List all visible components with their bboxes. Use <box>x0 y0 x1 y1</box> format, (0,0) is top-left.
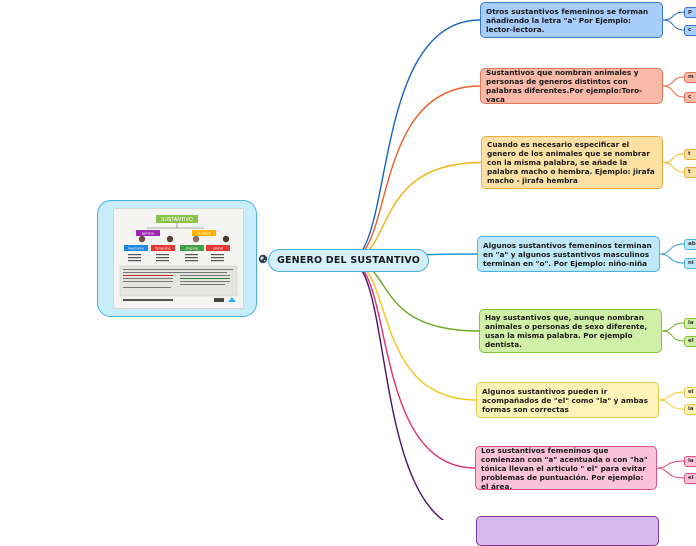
leaf-node[interactable]: la h <box>684 455 696 467</box>
branch-connector <box>347 259 476 469</box>
leaf-node[interactable]: el <box>684 335 696 347</box>
branch-node-text: Algunos sustantivos femeninos terminan e… <box>483 240 652 268</box>
leaf-connector <box>659 243 685 255</box>
branch-node[interactable]: Sustantivos que nombran animales y perso… <box>480 68 663 104</box>
leaf-connector <box>661 322 685 332</box>
branch-connector <box>347 259 445 520</box>
leaf-connector <box>662 162 685 173</box>
leaf-connector <box>662 19 685 31</box>
branch-connector <box>347 19 481 261</box>
leaf-connector <box>659 253 685 264</box>
branch-node[interactable] <box>476 516 659 546</box>
central-topic-label: GENERO DEL SUSTANTIVO <box>276 255 421 266</box>
branch-node-text: Sustantivos que nombran animales y perso… <box>486 68 643 104</box>
summary-image-card[interactable]: SUSTANTIVO género número masculino femen… <box>97 200 257 317</box>
summary-image: SUSTANTIVO género número masculino femen… <box>113 208 244 309</box>
thumbnail-subtag-2: femenino <box>155 247 170 251</box>
branch-node-text: Cuando es necesario especificar el gener… <box>487 140 655 185</box>
thumbnail-subtag-3: singular <box>186 247 199 251</box>
leaf-node[interactable]: la <box>684 403 696 415</box>
branch-node[interactable]: Otros sustantivos femeninos se forman añ… <box>480 2 663 38</box>
branch-node[interactable]: Hay sustantivos que, aunque nombran anim… <box>479 309 662 353</box>
central-topic[interactable]: GENERO DEL SUSTANTIVO <box>268 249 429 272</box>
branch-node[interactable]: Los sustantivos femeninos que comienzan … <box>475 445 657 491</box>
leaf-node[interactable]: t <box>684 148 696 160</box>
leaf-connector <box>658 391 685 401</box>
leaf-connector <box>662 153 685 163</box>
leaf-node[interactable]: la <box>684 317 696 329</box>
branch-node[interactable]: Cuando es necesario especificar el gener… <box>481 136 663 189</box>
leaf-node[interactable]: el a <box>684 472 696 484</box>
branch-node[interactable]: Algunos sustantivos femeninos terminan e… <box>477 236 660 272</box>
leaf-connector <box>662 85 685 98</box>
globe-icon <box>258 254 268 264</box>
leaf-connector <box>662 11 685 21</box>
thumbnail-subtag-1: masculino <box>128 247 144 251</box>
thumbnail-title: SUSTANTIVO <box>161 217 193 223</box>
thumbnail-tag-gender: género <box>142 232 155 236</box>
leaf-node[interactable]: ni <box>684 257 696 269</box>
branch-node-text: Otros sustantivos femeninos se forman añ… <box>486 6 649 34</box>
branch-node-text: Los sustantivos femeninos que comienzan … <box>481 445 648 491</box>
thumbnail-tag-number: número <box>197 232 211 236</box>
leaf-node[interactable]: ab <box>684 238 696 250</box>
leaf-connector <box>658 399 685 410</box>
branch-node-text: Algunos sustantivos pueden ir acompañado… <box>482 386 648 414</box>
leaf-node[interactable]: el <box>684 386 696 398</box>
leaf-node[interactable]: c <box>684 91 696 103</box>
leaf-connector <box>656 467 685 479</box>
thumbnail-subtag-4: plural <box>213 247 222 251</box>
leaf-node[interactable]: p <box>684 6 696 18</box>
leaf-node[interactable]: c <box>684 24 696 36</box>
leaf-node[interactable]: t <box>684 166 696 178</box>
branch-node-text: Hay sustantivos que, aunque nombran anim… <box>485 313 648 349</box>
leaf-connector <box>662 76 685 87</box>
leaf-node[interactable]: m <box>684 71 696 83</box>
leaf-connector <box>661 330 685 342</box>
branch-connector <box>347 85 481 261</box>
branch-node[interactable]: Algunos sustantivos pueden ir acompañado… <box>476 382 659 418</box>
infographic-thumbnail: SUSTANTIVO género número masculino femen… <box>119 215 238 302</box>
leaf-connector <box>656 460 685 469</box>
